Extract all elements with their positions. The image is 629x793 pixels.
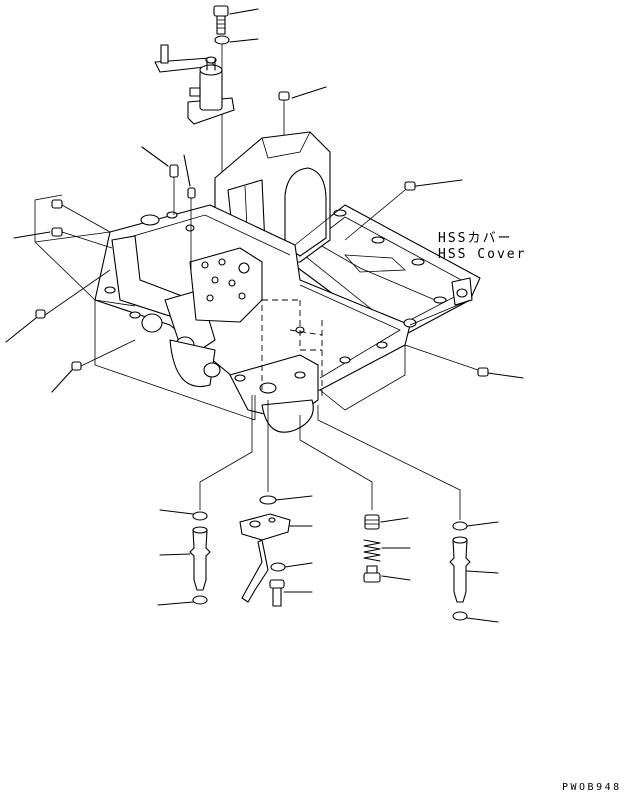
alignment-lines bbox=[261, 285, 323, 400]
o-ring-right-top bbox=[452, 521, 468, 531]
dowel-pipe-right bbox=[449, 539, 471, 603]
phantom-outline-left bbox=[34, 194, 256, 421]
drawing-code: PWOB948 bbox=[562, 782, 622, 793]
plug-top bbox=[364, 514, 380, 530]
o-ring-left-top bbox=[192, 511, 208, 521]
dowel-pipe-left bbox=[189, 529, 211, 591]
plug-bottom bbox=[363, 565, 381, 583]
washer-center bbox=[270, 562, 286, 572]
o-ring-right-bottom bbox=[452, 611, 468, 621]
top-washer bbox=[214, 35, 230, 45]
housing-bolts bbox=[5, 146, 524, 393]
oil-tube bbox=[239, 513, 291, 603]
spring bbox=[363, 539, 381, 562]
phantom-outline-right bbox=[319, 299, 471, 411]
hss-cover-label-en: HSS Cover bbox=[438, 247, 526, 262]
hss-cover-label-jp: HSSカバー bbox=[438, 231, 512, 246]
o-ring-left-bottom bbox=[192, 595, 208, 605]
o-ring-center bbox=[259, 495, 277, 505]
bolt-center bbox=[269, 579, 285, 607]
top-bolt bbox=[213, 5, 229, 35]
hss-cover-housing bbox=[94, 131, 481, 433]
lever-assembly bbox=[154, 44, 235, 125]
